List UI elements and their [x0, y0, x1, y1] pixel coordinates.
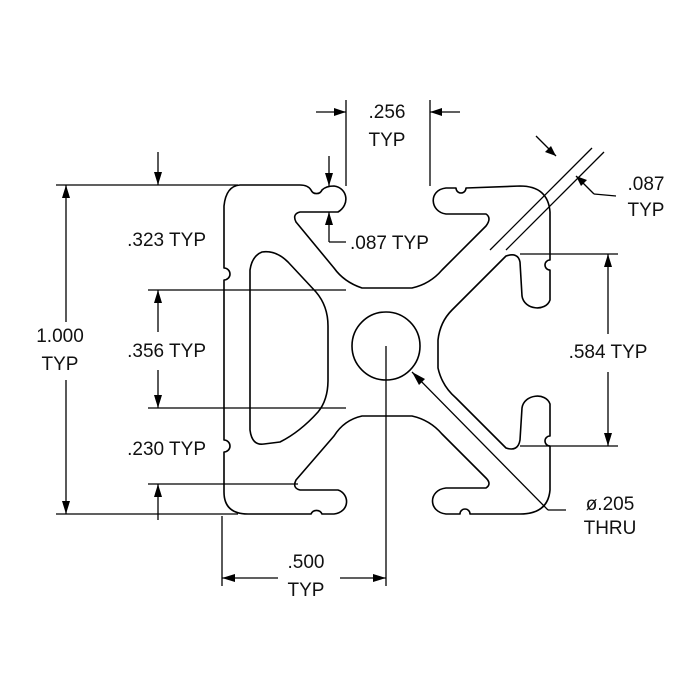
- dim-slot-opening: .584 TYP: [569, 342, 648, 363]
- dim-bore-sub: THRU: [584, 518, 637, 539]
- dim-corner-slot: .087: [628, 174, 665, 195]
- left-hollow: [249, 250, 329, 446]
- dim-half-width: .500: [288, 552, 325, 573]
- dim-top-width: .256: [369, 102, 406, 123]
- dimension-labels: .256 TYP .087 TYP .087 TYP .323 TYP .356…: [36, 102, 664, 601]
- dim-center-band: .356 TYP: [127, 341, 206, 362]
- dim-half-width-sub: TYP: [288, 580, 325, 601]
- dim-slot-lip: .087 TYP: [350, 233, 429, 254]
- dimension-lines: [56, 100, 618, 586]
- dim-top-width-sub: TYP: [369, 130, 406, 151]
- dim-overall-sub: TYP: [42, 354, 79, 375]
- dim-lower-offset: .230 TYP: [127, 439, 206, 460]
- dim-overall: 1.000: [36, 326, 84, 347]
- dim-bore: ø.205: [586, 494, 635, 515]
- dim-upper-offset: .323 TYP: [127, 230, 206, 251]
- dim-corner-slot-sub: TYP: [628, 200, 665, 221]
